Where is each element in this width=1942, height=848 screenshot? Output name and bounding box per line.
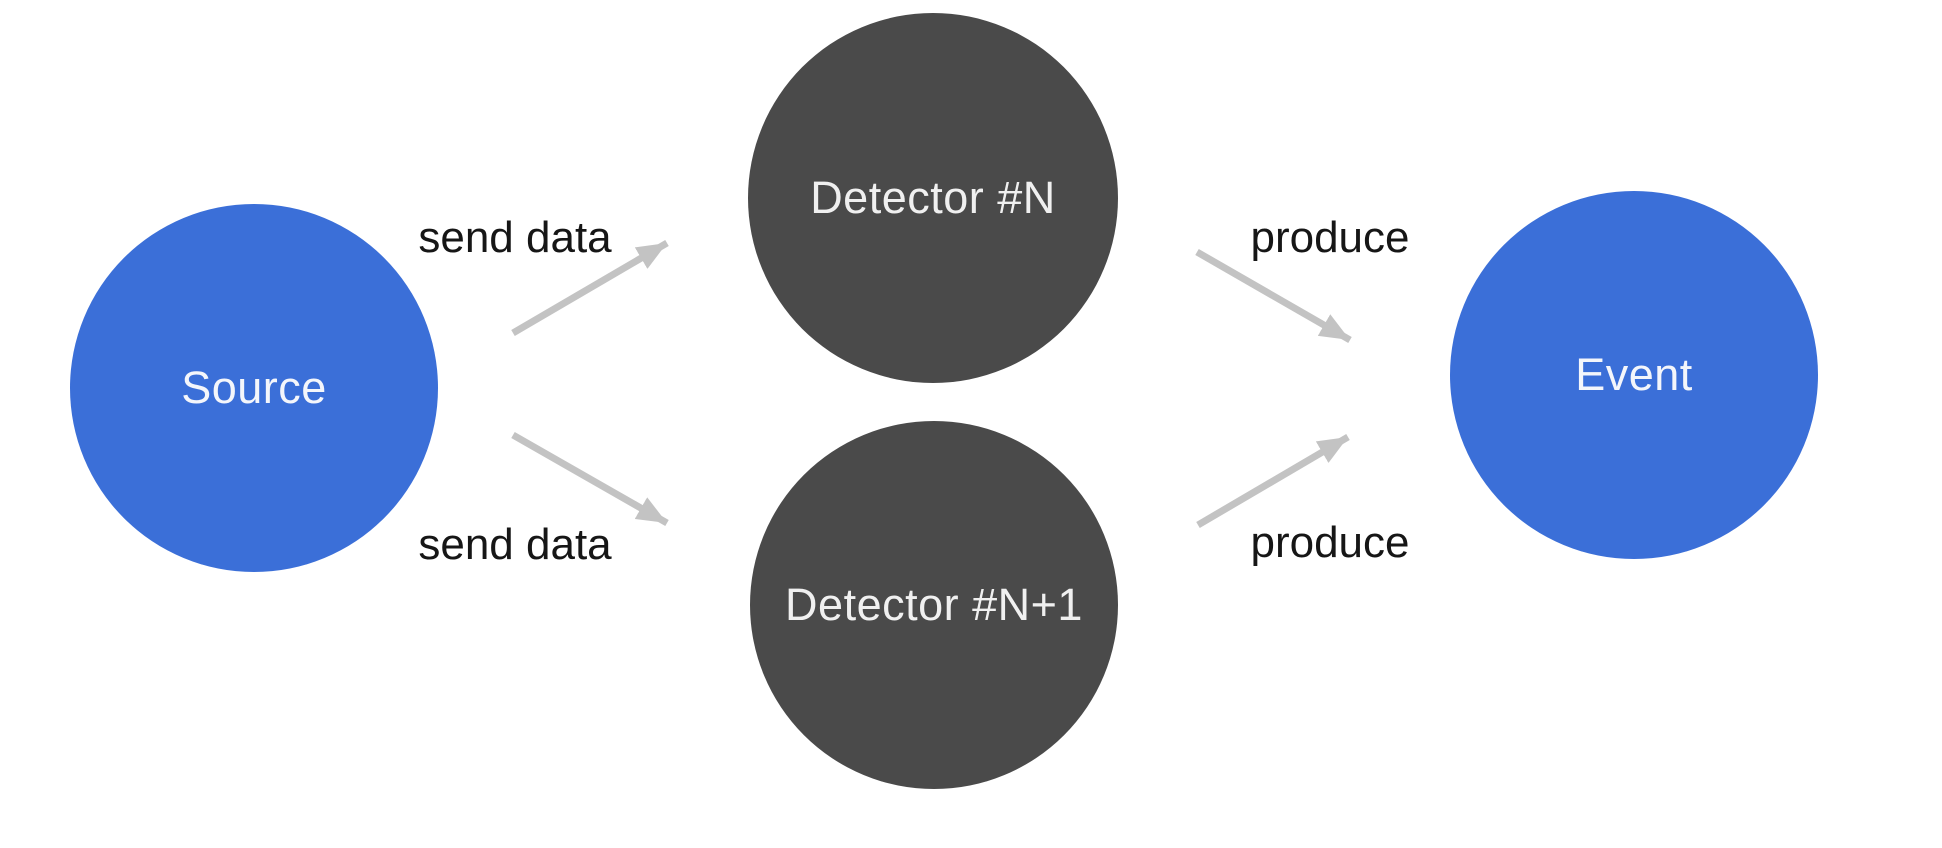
node-detector-n: Detector #N [748, 13, 1118, 383]
node-event-label: Event [1575, 349, 1693, 401]
arrow-detector-n-to-event [1195, 248, 1352, 344]
node-event: Event [1450, 191, 1818, 559]
node-source-label: Source [181, 362, 327, 414]
arrow-source-to-detector-n-plus-1 [511, 431, 669, 527]
edge-label-produce-top: produce [1250, 213, 1410, 262]
node-detector-n-plus-1-label: Detector #N+1 [785, 579, 1083, 631]
node-source: Source [70, 204, 438, 572]
edge-label-send-data-bottom: send data [418, 520, 612, 569]
edge-label-send-data-top: send data [418, 213, 612, 262]
node-detector-n-label: Detector #N [810, 172, 1056, 224]
node-detector-n-plus-1: Detector #N+1 [750, 421, 1118, 789]
edge-label-produce-bottom: produce [1250, 518, 1410, 567]
arrow-detector-n-plus-1-to-event [1196, 433, 1350, 529]
